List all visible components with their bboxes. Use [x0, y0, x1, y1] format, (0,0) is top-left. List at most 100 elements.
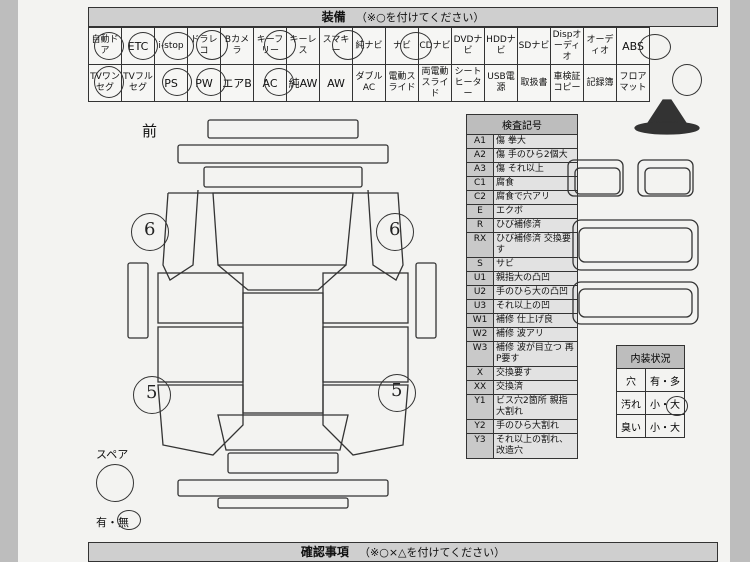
equip-cell[interactable]: 取扱書 [517, 64, 551, 102]
code-desc: ひび補修済 交換要す [493, 232, 578, 258]
interior-title: 内装状況 [616, 345, 685, 369]
code: A2 [466, 148, 494, 163]
code: C2 [466, 190, 494, 205]
code: C1 [466, 176, 494, 191]
circle-mark [666, 396, 688, 416]
equipment-title: 装備 [321, 10, 346, 24]
circle-mark [672, 64, 702, 96]
interior-seat-diagram [567, 99, 700, 325]
equip-cell[interactable]: SDナビ [517, 27, 551, 65]
tire-rear-right-value: 5 [391, 380, 403, 401]
circle-mark [94, 32, 124, 60]
equip-cell[interactable]: TVフルセグ [121, 64, 155, 102]
confirm-header: 確認事項 （※○×△を付けてください） [88, 542, 718, 562]
circle-mark [117, 510, 141, 530]
interior-label: 臭い [616, 414, 646, 438]
code: X [466, 366, 494, 381]
confirm-title: 確認事項 [300, 545, 349, 559]
equip-cell[interactable]: フロアマット [616, 64, 650, 102]
equip-cell[interactable]: 電動スライド [385, 64, 419, 102]
equip-cell[interactable]: USB電源 [484, 64, 518, 102]
code-desc: ビス穴2箇所 親指大割れ [493, 394, 578, 420]
interior-value[interactable]: 有・多 [645, 368, 685, 392]
code-desc: 手のひら大割れ [493, 419, 578, 434]
circle-mark [162, 68, 192, 96]
code: U1 [466, 271, 494, 286]
tire-front-right[interactable] [376, 213, 414, 251]
equip-cell[interactable]: 記録簿 [583, 64, 617, 102]
circle-mark [196, 68, 226, 96]
code-desc: 傷 それ以上 [493, 162, 578, 177]
equip-cell[interactable]: オーディオ [583, 27, 617, 65]
interior-value[interactable]: 小・大 [645, 414, 685, 438]
circle-mark [639, 34, 671, 60]
interior-condition-table: 内装状況 穴有・多 汚れ小・大 臭い小・大 [616, 345, 685, 438]
code: S [466, 257, 494, 272]
code-desc: 交換要す [493, 366, 578, 381]
code-desc: 交換済 [493, 380, 578, 395]
equip-cell[interactable]: シートヒーター [451, 64, 485, 102]
interior-row: 穴有・多 [616, 368, 685, 392]
equip-cell[interactable]: AW [319, 64, 353, 102]
code: A1 [466, 134, 494, 149]
front-label: 前 [142, 122, 158, 140]
spare-label: スペア [96, 448, 129, 461]
code-desc: 補修 波アリ [493, 327, 578, 342]
interior-row: 臭い小・大 [616, 414, 685, 438]
car-diagram [127, 119, 437, 509]
circle-mark [400, 32, 432, 60]
equip-cell[interactable]: Dispオーディオ [550, 27, 584, 65]
equip-cell[interactable]: DVDナビ [451, 27, 485, 65]
code: XX [466, 380, 494, 395]
code-desc: 補修 波が目立つ 再P要す [493, 341, 578, 367]
circle-mark [128, 32, 158, 60]
code: U2 [466, 285, 494, 300]
tire-rear-right[interactable] [378, 374, 416, 412]
equipment-instruction: （※○を付けてください） [355, 11, 485, 24]
circle-mark [264, 68, 294, 96]
equipment-header: 装備 （※○を付けてください） [88, 7, 718, 27]
circle-mark [332, 30, 364, 60]
code: R [466, 218, 494, 233]
code: E [466, 204, 494, 219]
code: U3 [466, 299, 494, 314]
equip-cell[interactable]: ABS [616, 27, 650, 65]
code: Y2 [466, 419, 494, 434]
equip-cell[interactable]: Bカメラ [220, 27, 254, 65]
tire-front-left[interactable] [131, 213, 169, 251]
code-desc: それ以上の割れ、改造穴 [493, 433, 578, 459]
code-desc: 腐食で穴アリ [493, 190, 578, 205]
equip-cell[interactable]: ダブルAC [352, 64, 386, 102]
circle-mark [162, 32, 194, 60]
code-desc: 親指大の凸凹 [493, 271, 578, 286]
equip-cell[interactable]: 車検証コピー [550, 64, 584, 102]
inspection-sheet: 装備 （※○を付けてください） 自動ドア ETC i-stop ドラレコ Bカメ… [18, 0, 730, 562]
equip-cell[interactable]: 両電動スライド [418, 64, 452, 102]
circle-mark [196, 30, 228, 60]
spare-tire-circle[interactable] [96, 464, 134, 502]
code: W1 [466, 313, 494, 328]
inspection-codes-title: 検査記号 [466, 114, 578, 135]
equip-cell[interactable]: HDDナビ [484, 27, 518, 65]
interior-label: 穴 [616, 368, 646, 392]
code: W3 [466, 341, 494, 367]
tire-rear-left[interactable] [133, 376, 171, 414]
